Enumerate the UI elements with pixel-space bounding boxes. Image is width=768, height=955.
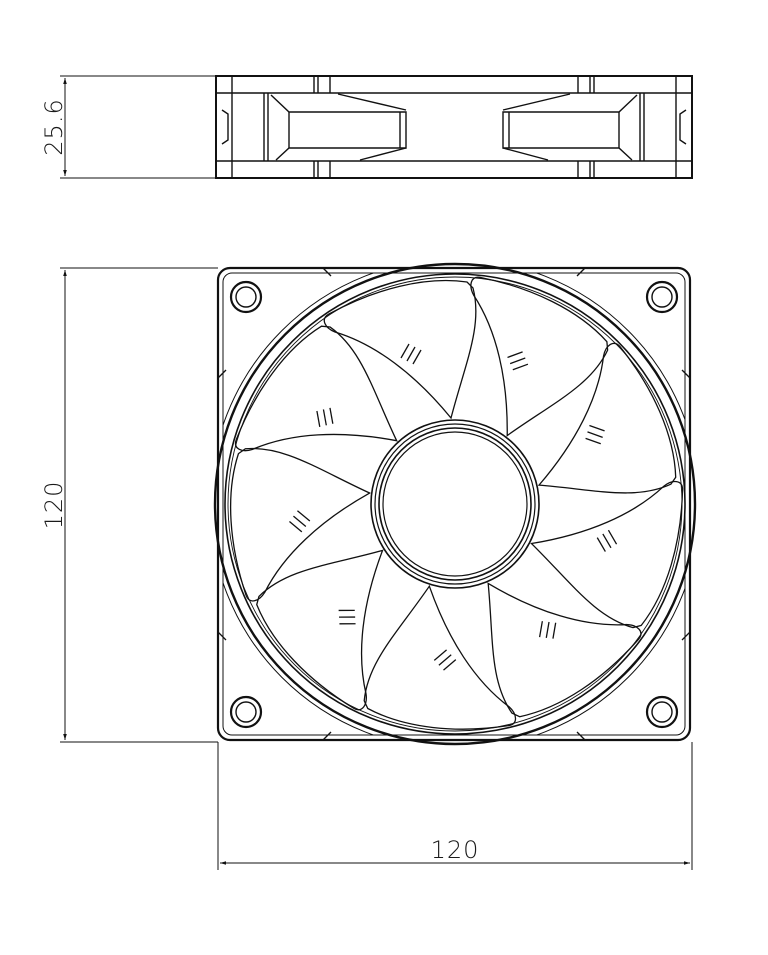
front-view xyxy=(60,262,697,870)
front-view-internals xyxy=(210,248,715,760)
mount-hole-bottom-left xyxy=(229,695,263,729)
mount-hole-top-right xyxy=(645,280,679,314)
thickness-dimension-label: 25.6 xyxy=(40,98,68,155)
mount-hole-bottom-right xyxy=(645,695,679,729)
fan-frame xyxy=(216,266,692,742)
fan-blades xyxy=(210,248,715,760)
side-view xyxy=(60,75,693,179)
width-dimension-label: 120 xyxy=(431,836,480,864)
height-dimension-label: 120 xyxy=(40,481,68,530)
fan-hub xyxy=(370,419,540,589)
mount-hole-top-left xyxy=(229,280,263,314)
